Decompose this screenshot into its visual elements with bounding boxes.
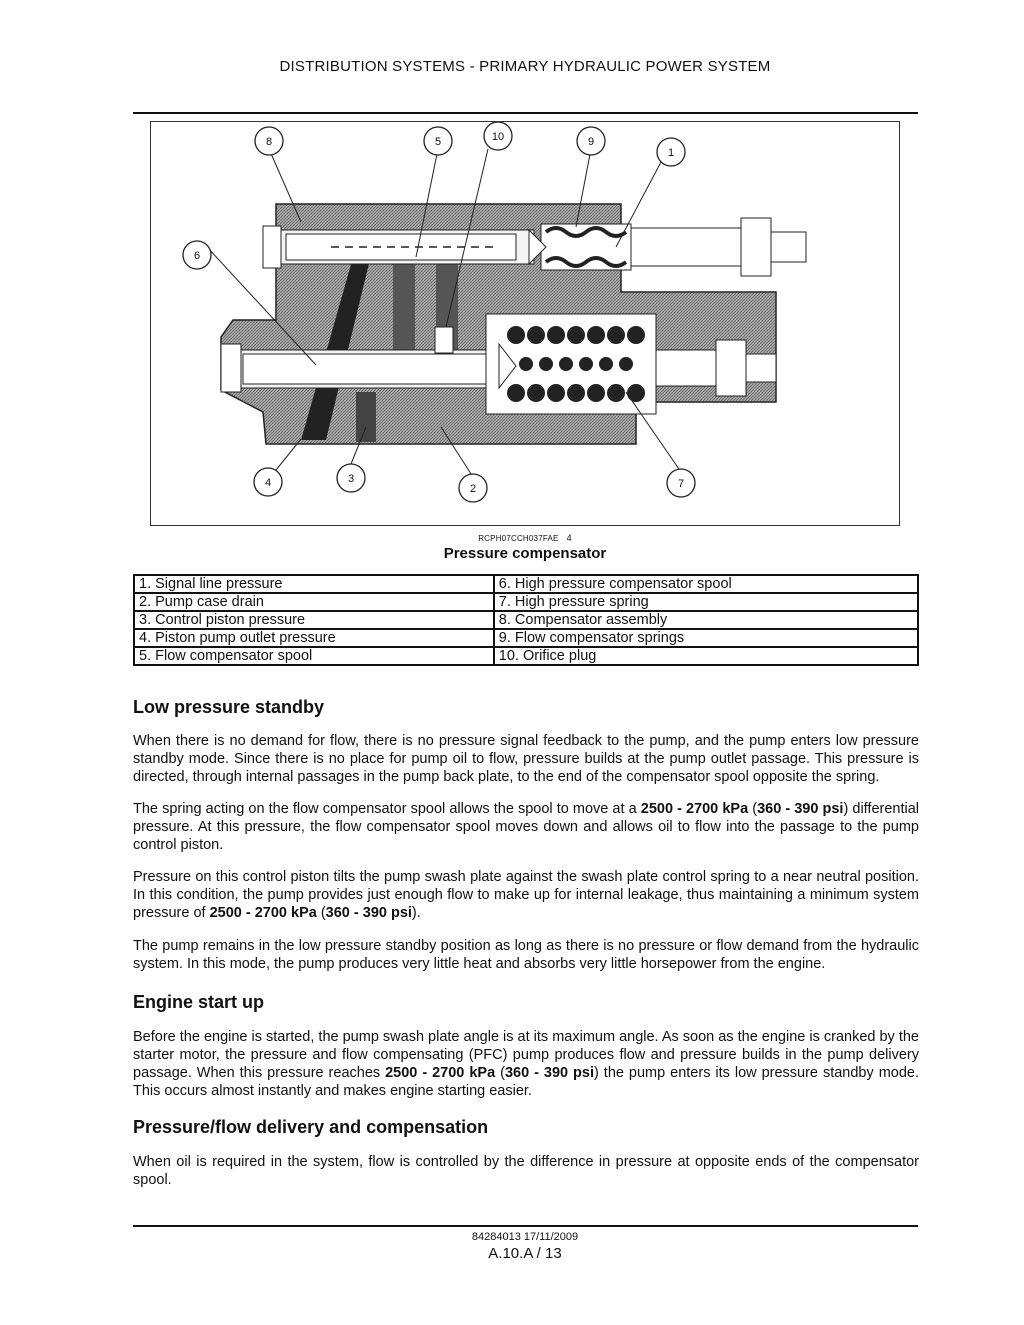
orifice-plug bbox=[434, 326, 454, 354]
callout-2: 2 bbox=[470, 483, 476, 495]
drain-passage bbox=[393, 262, 415, 354]
legend-item-2: 2. Pump case drain bbox=[133, 592, 495, 612]
heading-pressure-flow-delivery: Pressure/flow delivery and compensation bbox=[133, 1117, 489, 1137]
legend-item-4: 4. Piston pump outlet pressure bbox=[133, 628, 495, 648]
callout-3: 3 bbox=[348, 473, 354, 485]
paragraph-engine-start-1: Before the engine is started, the pump s… bbox=[133, 1029, 920, 1099]
figure-reference-code: RCPH07CCH037FAE bbox=[478, 534, 559, 543]
legend-item-1: 1. Signal line pressure bbox=[133, 574, 495, 594]
compensator-cross-section-diagram: 8 5 10 9 1 6 4 3 2 7 bbox=[182, 122, 807, 503]
page-header: DISTRIBUTION SYSTEMS - PRIMARY HYDRAULIC… bbox=[279, 58, 771, 75]
callout-8: 8 bbox=[266, 136, 272, 148]
paragraph-low-pressure-3: Pressure on this control piston tilts th… bbox=[133, 869, 919, 921]
legend-row: 5. Flow compensator spool 10. Orifice pl… bbox=[133, 646, 920, 666]
callout-5: 5 bbox=[435, 136, 441, 148]
paragraph-pressure-flow-1: When oil is required in the system, flow… bbox=[133, 1154, 919, 1188]
callout-6: 6 bbox=[194, 250, 200, 262]
figure-caption: Pressure compensator bbox=[443, 545, 607, 562]
lower-adjuster bbox=[655, 349, 717, 387]
legend-row: 2. Pump case drain 7. High pressure spri… bbox=[133, 592, 920, 612]
lower-spool bbox=[242, 353, 494, 385]
legend-item-10: 10. Orifice plug bbox=[492, 646, 920, 666]
legend-row: 1. Signal line pressure 6. High pressure… bbox=[133, 574, 920, 594]
legend-table: 1. Signal line pressure 6. High pressure… bbox=[133, 574, 920, 666]
legend-item-5: 5. Flow compensator spool bbox=[133, 646, 495, 666]
heading-low-pressure-standby: Low pressure standby bbox=[133, 697, 325, 717]
footer-document-info: 84284013 17/11/2009 bbox=[471, 1231, 579, 1243]
callout-10: 10 bbox=[492, 131, 504, 143]
heading-engine-start-up: Engine start up bbox=[133, 992, 265, 1012]
control-passage bbox=[356, 392, 376, 442]
callout-4: 4 bbox=[265, 477, 271, 489]
footer-page-number: A.10.A / 13 bbox=[488, 1245, 562, 1262]
legend-row: 3. Control piston pressure 8. Compensato… bbox=[133, 610, 920, 630]
callout-1: 1 bbox=[668, 147, 674, 159]
paragraph-low-pressure-2: The spring acting on the flow compensato… bbox=[133, 801, 920, 853]
legend-item-9: 9. Flow compensator springs bbox=[492, 628, 920, 648]
legend-item-3: 3. Control piston pressure bbox=[133, 610, 495, 630]
figure-number: 4 bbox=[566, 533, 572, 543]
paragraph-low-pressure-1: When there is no demand for flow, there … bbox=[133, 733, 919, 785]
footer-rule bbox=[133, 1225, 918, 1227]
callout-7: 7 bbox=[678, 478, 684, 490]
legend-item-8: 8. Compensator assembly bbox=[492, 610, 920, 630]
paragraph-low-pressure-4: The pump remains in the low pressure sta… bbox=[133, 938, 919, 972]
legend-row: 4. Piston pump outlet pressure 9. Flow c… bbox=[133, 628, 920, 648]
header-rule bbox=[133, 112, 918, 114]
upper-adjuster bbox=[630, 227, 742, 267]
legend-item-7: 7. High pressure spring bbox=[492, 592, 920, 612]
pressure-compensator-figure: 8 5 10 9 1 6 4 3 2 7 bbox=[150, 121, 900, 526]
outlet-passage bbox=[301, 247, 373, 440]
figure-reference: RCPH07CCH037FAE 4 bbox=[0, 533, 1024, 543]
callout-9: 9 bbox=[588, 136, 594, 148]
legend-item-6: 6. High pressure compensator spool bbox=[492, 574, 920, 594]
